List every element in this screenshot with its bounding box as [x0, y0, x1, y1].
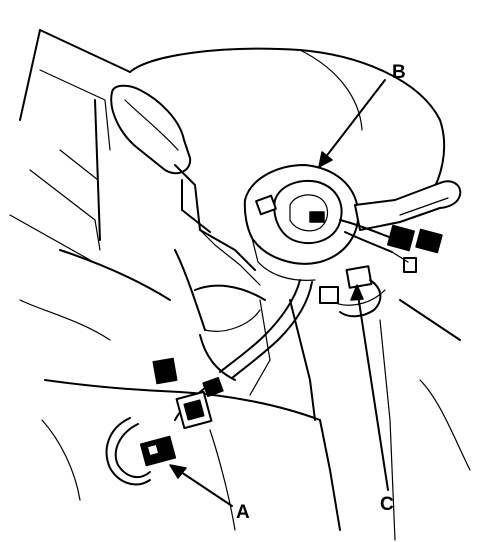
leader-arrow-a	[169, 464, 233, 507]
cable-reel	[243, 164, 360, 281]
column-shroud	[174, 164, 266, 332]
dashboard-outline	[9, 29, 446, 261]
lower-column	[19, 249, 471, 541]
headlight-switch-lever	[354, 180, 462, 231]
leader-arrow-b	[318, 79, 386, 168]
leader-arrow-c	[350, 284, 389, 491]
srs-connector-c	[339, 265, 382, 318]
harness-connectors	[152, 286, 339, 430]
wiper-switch-lever	[110, 84, 192, 175]
srs-connector-a	[139, 435, 177, 467]
callout-label-b: B	[392, 62, 406, 83]
lower-dash-panel	[41, 379, 341, 531]
callout-label-a: A	[236, 502, 250, 523]
callout-label-c: C	[380, 494, 394, 515]
reel-side-connectors	[339, 219, 443, 273]
